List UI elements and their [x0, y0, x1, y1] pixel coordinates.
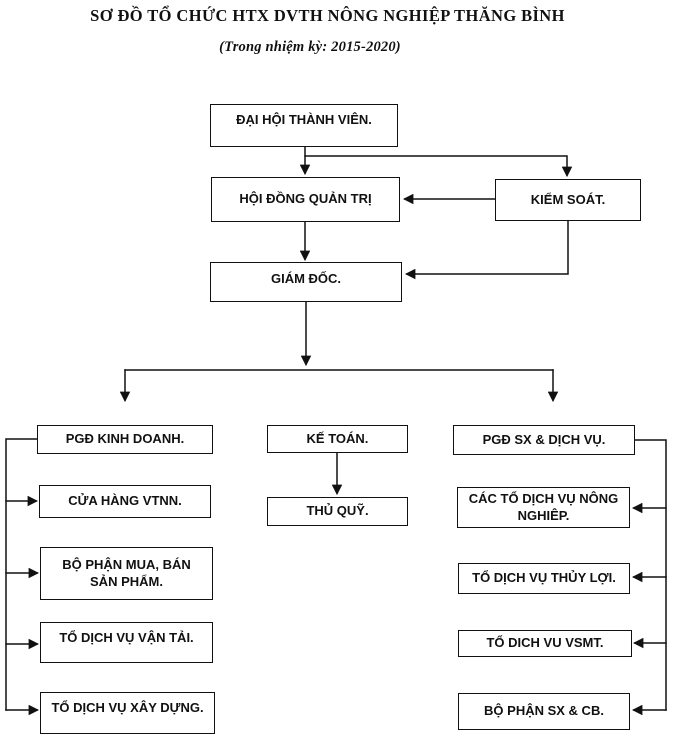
node-cua-hang-vtnn: CỬA HÀNG VTNN. — [39, 485, 211, 518]
node-bo-phan-mua-ban-san-pham: BỘ PHẬN MUA, BÁN SẢN PHẨM. — [40, 547, 213, 600]
org-chart-title: SƠ ĐỒ TỔ CHỨC HTX DVTH NÔNG NGHIỆP THĂNG… — [90, 6, 565, 25]
node-ke-toan: KẾ TOÁN. — [267, 425, 408, 453]
node-giam-doc: GIÁM ĐỐC. — [210, 262, 402, 302]
node-to-dich-vu-thuy-loi: TỔ DỊCH VỤ THỦY LỢI. — [458, 563, 630, 594]
node-pgd-sx-dich-vu: PGĐ SX & DỊCH VỤ. — [453, 425, 635, 455]
node-dai-hoi-thanh-vien: ĐẠI HỘI THÀNH VIÊN. — [210, 104, 398, 147]
node-bo-phan-sx-cb: BỘ PHẬN SX & CB. — [458, 693, 630, 730]
node-cac-to-dich-vu-nong-nghiep: CÁC TỔ DỊCH VỤ NÔNG NGHIÊP. — [457, 487, 630, 528]
node-kiem-soat: KIỂM SOÁT. — [495, 179, 641, 221]
node-to-dich-vu-xay-dung: TỔ DỊCH VỤ XÂY DỰNG. — [40, 692, 215, 734]
node-thu-quy: THỦ QUỸ. — [267, 497, 408, 526]
node-to-dich-vu-vsmt: TỔ DICH VU VSMT. — [458, 630, 632, 657]
node-pgd-kinh-doanh: PGĐ KINH DOANH. — [37, 425, 213, 454]
node-hoi-dong-quan-tri: HỘI ĐỒNG QUẢN TRỊ — [211, 177, 400, 222]
node-to-dich-vu-van-tai: TỔ DỊCH VỤ VẬN TẢI. — [40, 622, 213, 663]
org-chart-subtitle: (Trong nhiệm kỳ: 2015-2020) — [219, 39, 401, 55]
